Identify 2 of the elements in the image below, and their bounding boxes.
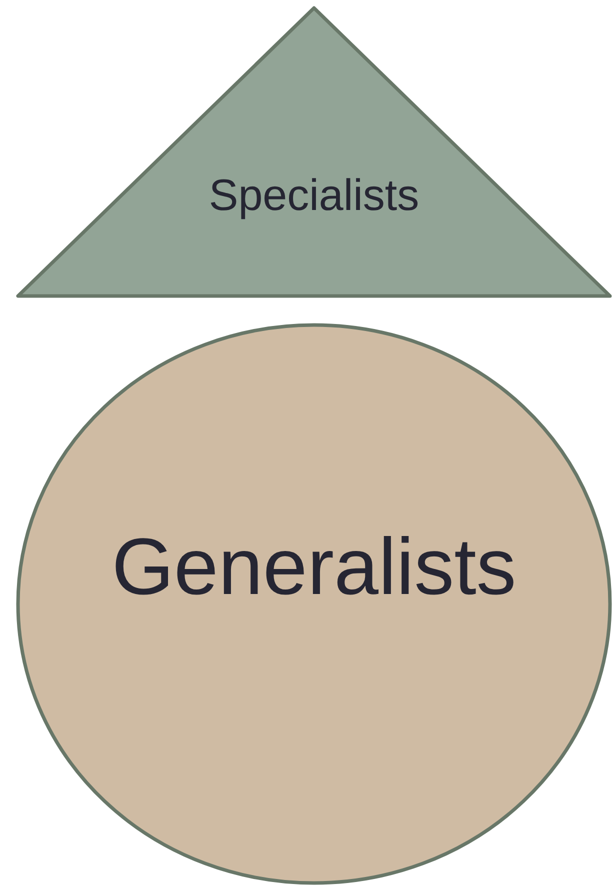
- node-label: Specialists: [208, 170, 420, 222]
- node-label: Generalists: [110, 521, 518, 613]
